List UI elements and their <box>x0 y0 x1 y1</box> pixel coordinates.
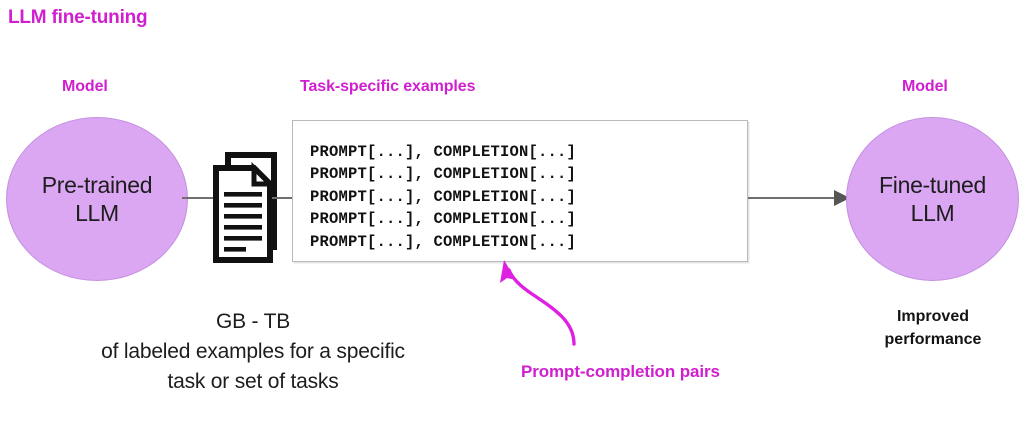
prompt-line: PROMPT[...], COMPLETION[...] <box>310 165 577 184</box>
label-model-left: Model <box>62 78 108 95</box>
label-prompt-completion-pairs: Prompt-completion pairs <box>521 362 720 381</box>
prompt-line: PROMPT[...], COMPLETION[...] <box>310 232 577 251</box>
label-task-specific-examples: Task-specific examples <box>300 78 476 95</box>
node-finetuned-llm: Fine-tuned LLM <box>846 117 1019 281</box>
curved-arrow-icon <box>488 258 598 350</box>
arrow-right-icon <box>748 197 846 199</box>
prompt-line: PROMPT[...], COMPLETION[...] <box>310 187 577 206</box>
node-pretrained-llm: Pre-trained LLM <box>6 117 188 281</box>
label-model-right: Model <box>902 78 948 95</box>
prompt-line: PROMPT[...], COMPLETION[...] <box>310 210 577 229</box>
prompt-completion-box: PROMPT[...], COMPLETION[...] PROMPT[...]… <box>292 120 748 262</box>
documents-icon <box>212 152 278 264</box>
outcome-caption-line-2: performance <box>884 331 982 348</box>
dataset-caption-line-2: of labeled examples for a specific <box>101 340 405 363</box>
page-title: LLM fine-tuning <box>8 7 148 28</box>
node-pretrained-llm-label: Pre-trained LLM <box>41 171 153 226</box>
prompt-line: PROMPT[...], COMPLETION[...] <box>310 143 577 161</box>
node-finetuned-llm-label: Fine-tuned LLM <box>879 171 986 226</box>
connector-documents-to-prompt-box <box>272 197 294 199</box>
dataset-caption: GB - TB of labeled examples for a specif… <box>28 307 478 397</box>
outcome-caption: Improved performance <box>845 305 1021 351</box>
outcome-caption-line-1: Improved <box>896 308 969 325</box>
connector-pretrained-to-documents <box>182 197 218 199</box>
prompt-completion-lines: PROMPT[...], COMPLETION[...] PROMPT[...]… <box>310 141 576 253</box>
dataset-caption-line-3: task or set of tasks <box>167 370 339 393</box>
dataset-caption-line-1: GB - TB <box>215 310 291 333</box>
